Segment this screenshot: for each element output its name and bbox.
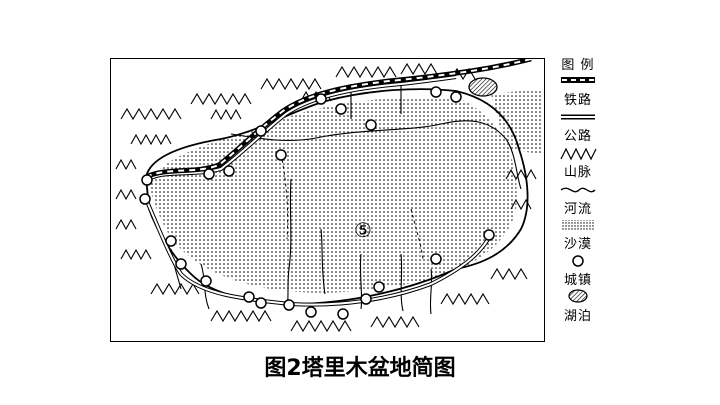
river-icon <box>560 187 596 193</box>
road-icon <box>561 114 595 120</box>
legend-label-railway: 铁路 <box>563 93 592 108</box>
desert-area <box>150 97 517 293</box>
legend-label-road: 公路 <box>563 129 592 144</box>
legend-label-mountain: 山脉 <box>563 165 592 180</box>
legend-label-lake: 湖泊 <box>563 309 592 324</box>
basin-map-drawing: ⑤ <box>115 59 541 333</box>
legend-label-desert: 沙漠 <box>563 237 592 252</box>
desert-icon <box>561 220 595 230</box>
mountains-north <box>120 62 438 146</box>
region-marker: ⑤ <box>354 218 372 242</box>
towns <box>139 86 495 320</box>
legend-title: 图 例 <box>561 58 595 73</box>
mountains-south <box>150 267 528 333</box>
mountains-west <box>115 158 152 261</box>
legend-label-town: 城镇 <box>563 273 592 288</box>
lake-icon <box>568 289 588 303</box>
lake <box>468 77 498 97</box>
map-caption: 图2塔里木盆地简图 <box>264 356 456 381</box>
legend: 图 例 铁路 公路 山脉 河流 沙漠 城镇 湖泊 <box>553 52 603 342</box>
town-icon <box>572 255 584 267</box>
dashed-lines <box>280 153 424 260</box>
legend-label-river: 河流 <box>563 202 592 217</box>
desert-patch-ne <box>491 89 541 154</box>
basin-map: ⑤ <box>110 58 545 342</box>
railway-icon <box>561 77 595 83</box>
mountain-icon <box>560 147 597 161</box>
